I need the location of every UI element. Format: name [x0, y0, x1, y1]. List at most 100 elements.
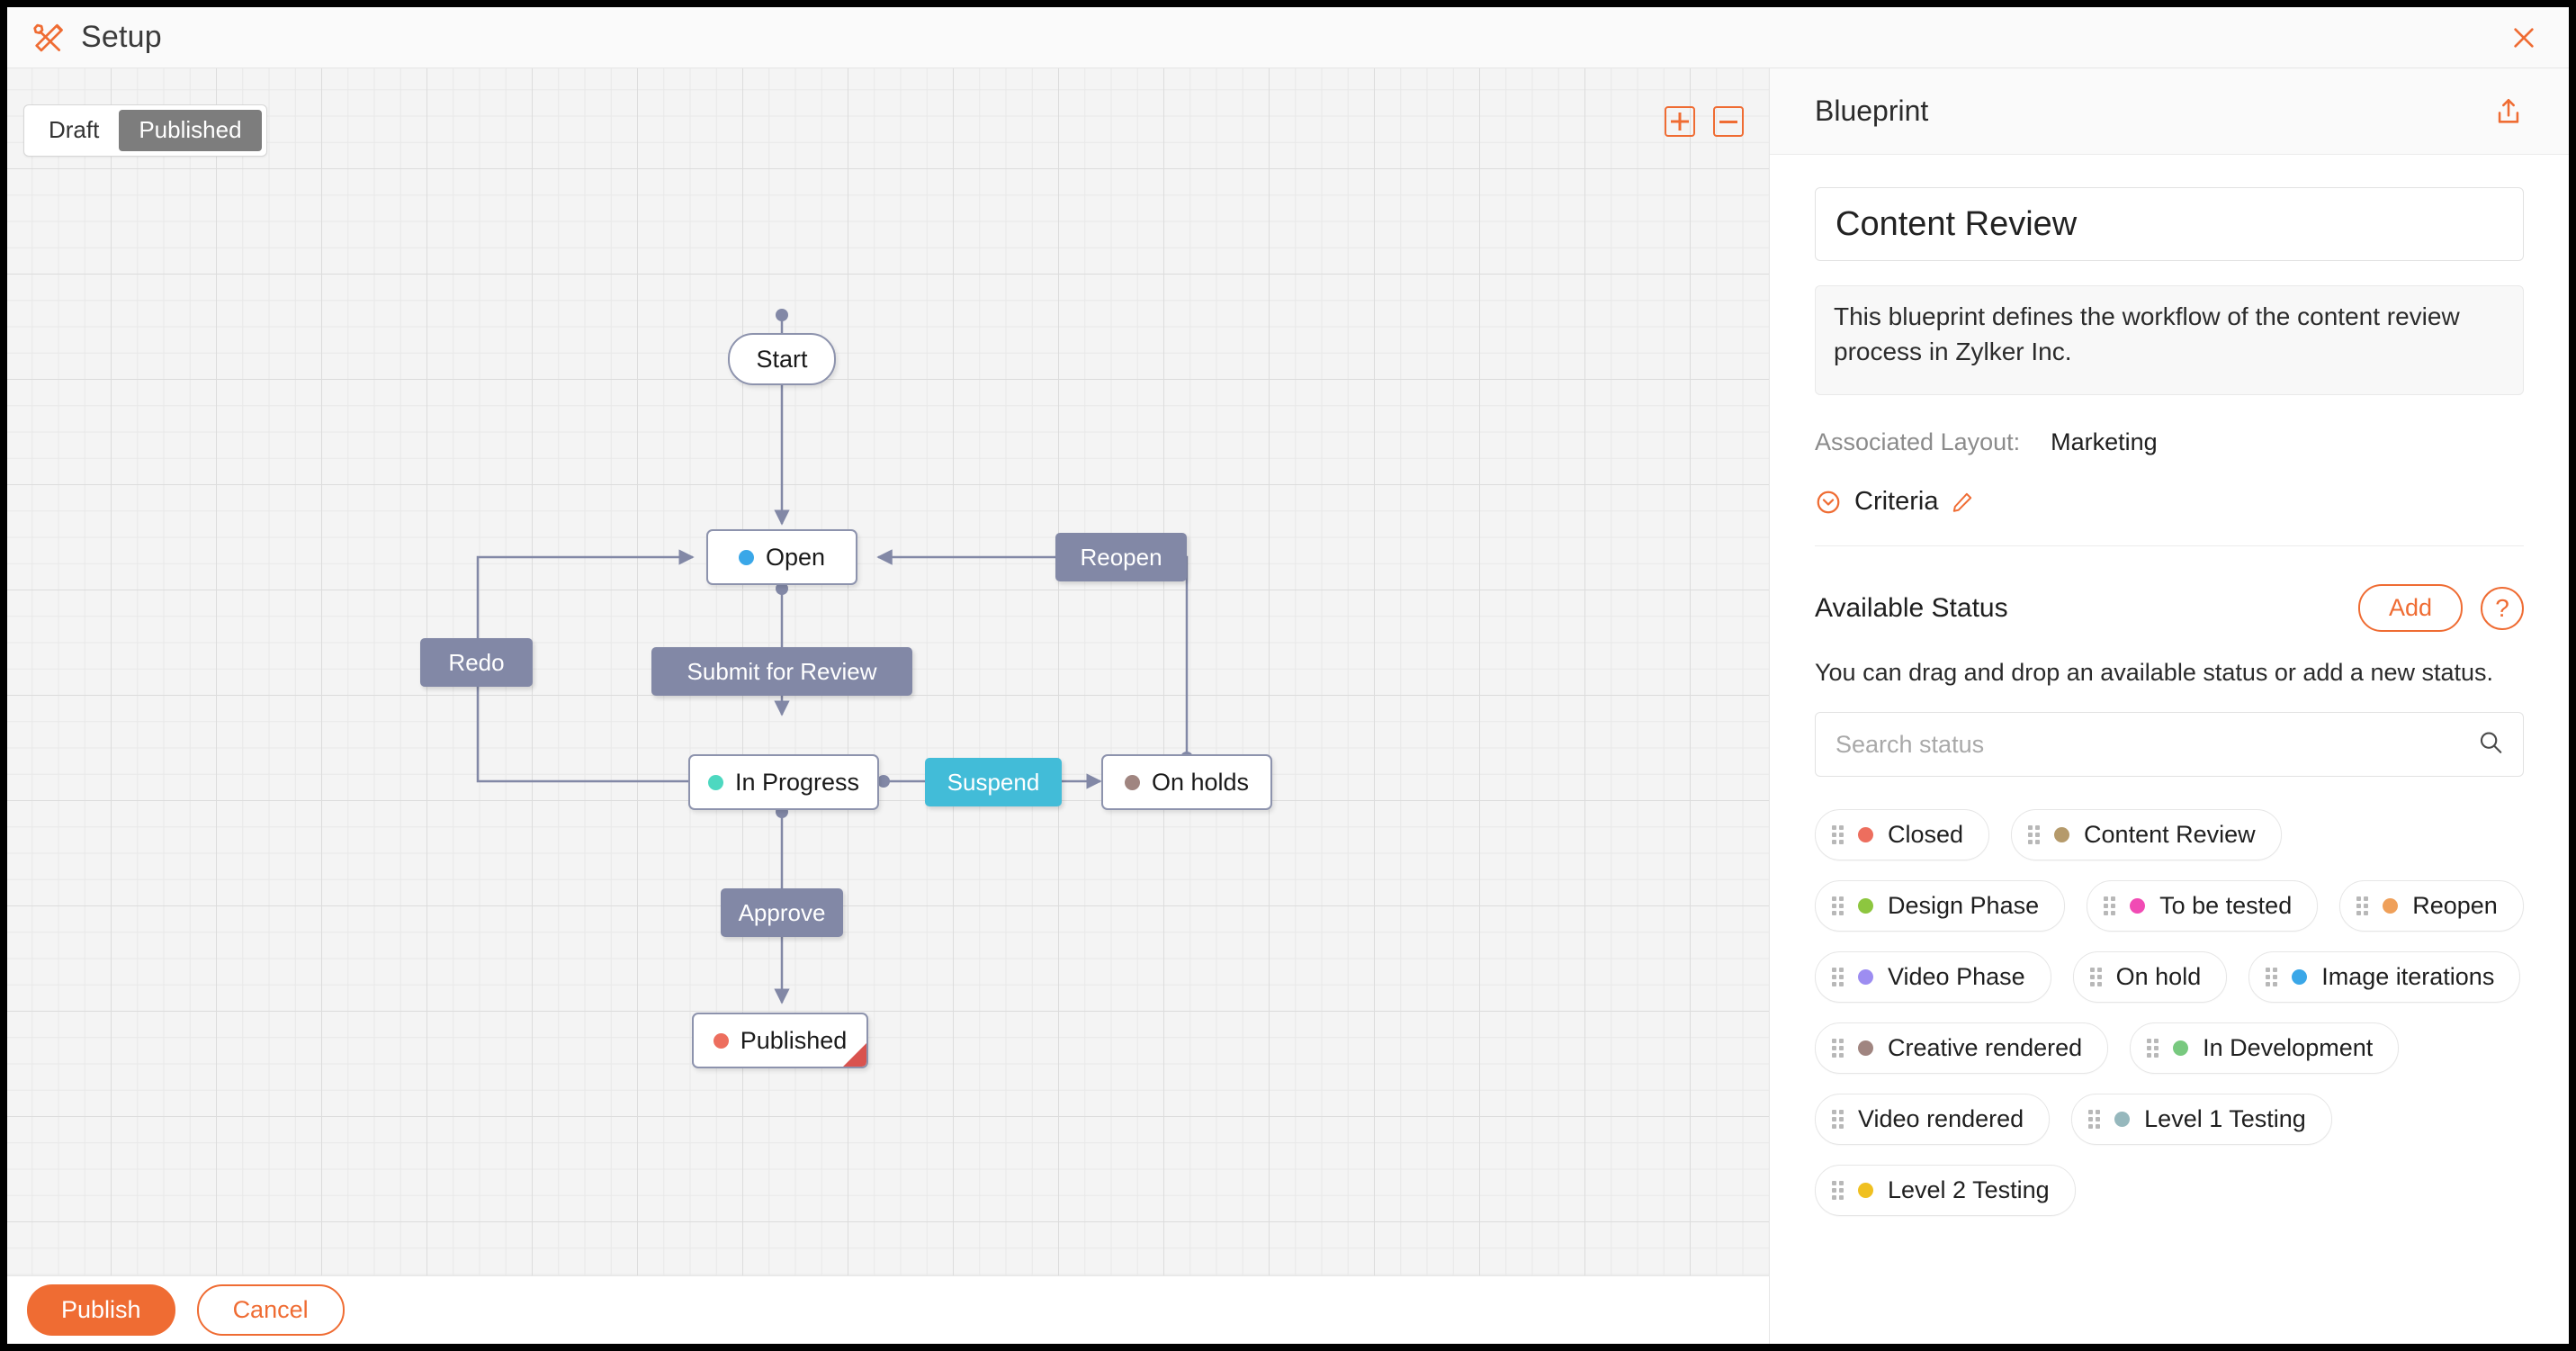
- flow-transition-submit-for-review[interactable]: Submit for Review: [651, 647, 912, 696]
- transition-label: Approve: [738, 898, 826, 926]
- cancel-button[interactable]: Cancel: [196, 1284, 345, 1336]
- flow-transition-suspend[interactable]: Suspend: [925, 758, 1062, 806]
- status-chip[interactable]: Video rendered: [1815, 1094, 2051, 1145]
- close-icon[interactable]: [2504, 18, 2544, 58]
- status-chip-label: In Development: [2203, 1034, 2374, 1061]
- flow-node-on-holds[interactable]: On holds: [1101, 754, 1272, 810]
- node-label: Open: [765, 543, 826, 571]
- drag-handle-icon[interactable]: [2088, 1110, 2101, 1129]
- status-chip[interactable]: In Development: [2130, 1022, 2400, 1074]
- flow-transition-redo[interactable]: Redo: [420, 638, 533, 687]
- status-dot: [713, 1032, 729, 1049]
- status-color-dot: [2383, 898, 2399, 914]
- flow-node-in-progress[interactable]: In Progress: [688, 754, 879, 810]
- flow-transition-approve[interactable]: Approve: [721, 888, 843, 937]
- associated-layout-value: Marketing: [2051, 428, 2158, 455]
- associated-layout: Associated Layout: Marketing: [1815, 428, 2524, 456]
- help-icon[interactable]: ?: [2481, 586, 2524, 630]
- blueprint-description-input[interactable]: [1815, 285, 2524, 395]
- status-color-dot: [1858, 1183, 1873, 1198]
- panel-divider: [1815, 545, 2524, 546]
- status-chip[interactable]: Level 2 Testing: [1815, 1165, 2076, 1216]
- flow-transition-reopen[interactable]: Reopen: [1055, 533, 1187, 581]
- status-chip[interactable]: Creative rendered: [1815, 1022, 2109, 1074]
- mode-toggle[interactable]: Draft Published: [23, 104, 267, 157]
- flow-node-start[interactable]: Start: [728, 333, 836, 385]
- available-status-hint: You can drag and drop an available statu…: [1815, 659, 2494, 686]
- zoom-out-icon[interactable]: [1713, 106, 1744, 137]
- transition-label: Reopen: [1080, 543, 1162, 571]
- status-color-dot: [1858, 1040, 1873, 1056]
- share-icon[interactable]: [2493, 96, 2524, 127]
- search-icon[interactable]: [2477, 729, 2504, 761]
- status-chip[interactable]: Video Phase: [1815, 951, 2051, 1003]
- drag-handle-icon[interactable]: [1832, 896, 1844, 915]
- flow-node-published[interactable]: Published: [692, 1013, 868, 1068]
- status-chip[interactable]: To be tested: [2087, 880, 2319, 932]
- tools-icon: [31, 20, 67, 56]
- drag-handle-icon[interactable]: [1832, 825, 1844, 844]
- status-color-dot: [2114, 1112, 2131, 1127]
- page-title: Setup: [81, 20, 162, 54]
- status-chip-label: Creative rendered: [1888, 1034, 2083, 1061]
- panel-header: Blueprint: [1770, 68, 2569, 155]
- node-label: Published: [740, 1026, 848, 1054]
- status-search: [1815, 712, 2524, 777]
- panel-body: Associated Layout: Marketing Criteria: [1770, 155, 2569, 546]
- status-color-dot: [2130, 898, 2146, 914]
- pencil-icon[interactable]: [1951, 491, 1974, 514]
- status-chip[interactable]: Design Phase: [1815, 880, 2066, 932]
- flow-node-open[interactable]: Open: [706, 529, 857, 585]
- transition-label: Suspend: [947, 768, 1040, 796]
- status-chip-label: Image iterations: [2321, 963, 2495, 990]
- status-color-dot: [1858, 898, 1873, 914]
- status-dot: [1124, 774, 1140, 790]
- drag-handle-icon[interactable]: [2356, 896, 2369, 915]
- associated-layout-label: Associated Layout:: [1815, 428, 2021, 455]
- status-color-dot: [2292, 969, 2308, 985]
- criteria-row[interactable]: Criteria: [1815, 487, 2524, 517]
- drag-handle-icon[interactable]: [1832, 1039, 1844, 1058]
- status-chip-label: Content Review: [2084, 821, 2256, 848]
- status-dot: [707, 774, 723, 790]
- node-label: On holds: [1151, 768, 1250, 796]
- drag-handle-icon[interactable]: [2104, 896, 2116, 915]
- drag-handle-icon[interactable]: [1832, 1181, 1844, 1200]
- add-status-button[interactable]: Add: [2357, 584, 2463, 632]
- criteria-label: Criteria: [1854, 487, 1939, 516]
- status-color-dot: [1858, 827, 1873, 842]
- zoom-in-icon[interactable]: [1665, 106, 1695, 137]
- drag-handle-icon[interactable]: [2028, 825, 2041, 844]
- chevron-down-circle-icon[interactable]: [1815, 489, 1842, 516]
- drag-handle-icon[interactable]: [2089, 968, 2102, 986]
- status-chip[interactable]: Reopen: [2339, 880, 2524, 932]
- status-color-dot: [1858, 969, 1873, 985]
- status-dot: [738, 549, 754, 565]
- drag-handle-icon[interactable]: [2266, 968, 2278, 986]
- search-status-input[interactable]: [1815, 712, 2524, 777]
- node-label: In Progress: [734, 768, 860, 796]
- status-chip[interactable]: Content Review: [2011, 809, 2282, 860]
- status-chip[interactable]: Level 1 Testing: [2071, 1094, 2332, 1145]
- drag-handle-icon[interactable]: [1832, 968, 1844, 986]
- mode-published[interactable]: Published: [119, 110, 262, 151]
- setup-window: Setup Draft Published: [7, 7, 2569, 1344]
- footer-actions: Publish Cancel: [7, 1275, 1769, 1344]
- status-chip[interactable]: On hold: [2072, 951, 2228, 1003]
- status-chip[interactable]: Image iterations: [2248, 951, 2521, 1003]
- zoom-controls[interactable]: [1665, 106, 1744, 137]
- blueprint-canvas[interactable]: Draft Published: [7, 68, 1769, 1275]
- publish-button[interactable]: Publish: [27, 1284, 175, 1336]
- status-chip-label: On hold: [2115, 963, 2202, 990]
- status-chip-label: Level 2 Testing: [1888, 1176, 2050, 1203]
- transition-label: Redo: [448, 648, 505, 676]
- drag-handle-icon[interactable]: [2147, 1039, 2159, 1058]
- status-chip-label: Video rendered: [1858, 1105, 2024, 1132]
- mode-draft[interactable]: Draft: [49, 116, 100, 143]
- drag-handle-icon[interactable]: [1832, 1110, 1844, 1129]
- status-color-dot: [2054, 827, 2070, 842]
- status-chip[interactable]: Closed: [1815, 809, 1990, 860]
- status-chip-label: Design Phase: [1888, 892, 2040, 919]
- blueprint-name-input[interactable]: [1815, 187, 2524, 261]
